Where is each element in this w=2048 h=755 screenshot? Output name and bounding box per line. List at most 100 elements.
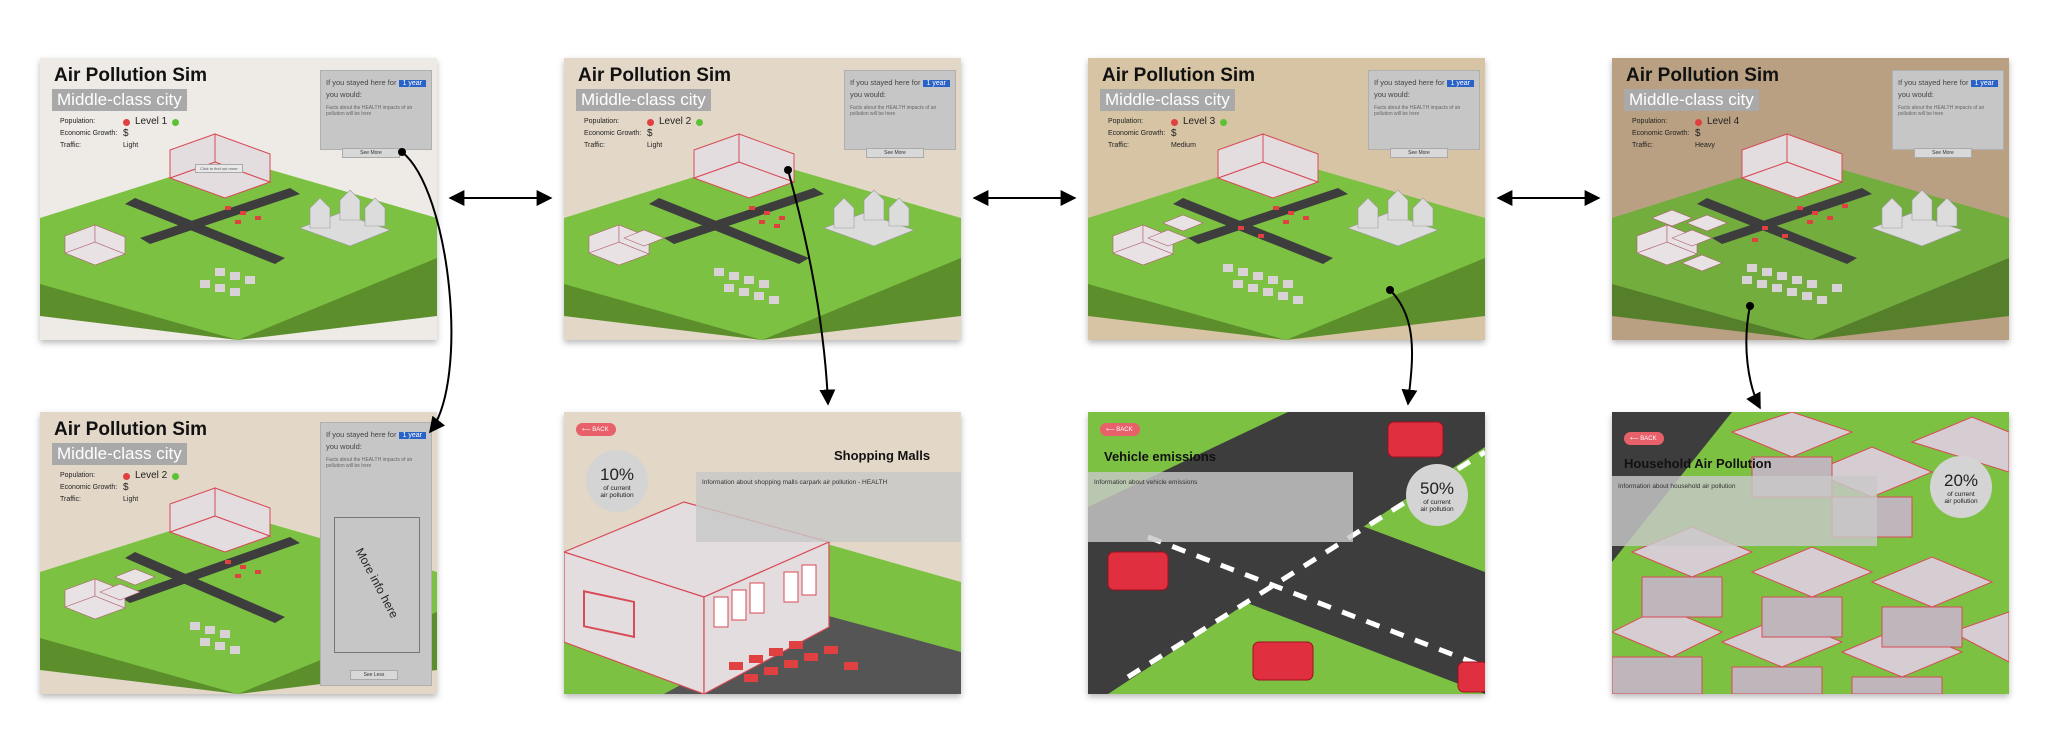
percent-value: 50% <box>1419 479 1455 498</box>
question-text: If you stayed here for <box>850 78 921 87</box>
percent-value: 20% <box>1943 471 1979 490</box>
green-dot-icon[interactable] <box>172 472 180 480</box>
question-text-2: you would: <box>326 90 362 99</box>
growth-label: Economic Growth: <box>60 130 118 137</box>
percent-caption-2: air pollution <box>1944 498 1978 505</box>
city-type-label: Middle-class city <box>52 443 187 465</box>
back-label: BACK <box>1116 427 1133 433</box>
road-hotspot <box>1386 286 1394 294</box>
back-button[interactable]: ⟵ BACK <box>1624 432 1664 445</box>
detail-household-air-pollution: ⟵ BACK Household Air Pollution Informati… <box>1612 412 2009 694</box>
facts-text: Facts about the HEALTH impacts of air po… <box>326 457 413 469</box>
back-button[interactable]: ⟵ BACK <box>1100 423 1140 436</box>
arrow-mall-detail <box>787 169 836 406</box>
red-dot-icon[interactable] <box>1695 118 1702 126</box>
stats-panel: Population:Level 4 Economic Growth:$ Tra… <box>1632 116 1739 152</box>
app-title: Air Pollution Sim <box>1626 65 1780 86</box>
traffic-label: Traffic: <box>60 496 82 503</box>
population-label: Population: <box>1108 118 1144 125</box>
screen-level-2-expanded: Air Pollution Sim Middle-class city Popu… <box>40 412 437 694</box>
question-text-2: you would: <box>326 442 362 451</box>
green-dot-icon[interactable] <box>696 118 704 126</box>
question-text-2: you would: <box>1374 90 1410 99</box>
traffic-value: Heavy <box>1695 142 1715 149</box>
info-box: Information about vehicle emissions <box>1088 472 1353 542</box>
level-label: Level 2 <box>659 116 692 127</box>
year-select[interactable]: 1 year <box>1446 80 1475 87</box>
stats-panel: Population:Level 2 Economic Growth:$ Tra… <box>584 116 704 152</box>
detail-title: Household Air Pollution <box>1624 456 1772 471</box>
more-info-box: More info here <box>334 517 420 653</box>
see-less-button[interactable]: See Less <box>350 670 398 680</box>
red-dot-icon[interactable] <box>1171 118 1178 126</box>
traffic-value: Light <box>123 142 139 149</box>
city-scene-level-2[interactable] <box>564 58 961 340</box>
screen-level-2: Air Pollution Sim Middle-class city Popu… <box>564 58 961 340</box>
growth-value: $ <box>647 128 653 139</box>
app-title: Air Pollution Sim <box>54 419 208 440</box>
red-dot-icon[interactable] <box>123 118 130 126</box>
back-arrow-icon: ⟵ <box>582 427 593 433</box>
back-arrow-icon: ⟵ <box>1106 427 1117 433</box>
screen-level-1: Click to find out more Air Pollution Sim… <box>40 58 437 340</box>
info-text: Information about vehicle emissions <box>1094 479 1198 486</box>
back-label: BACK <box>592 427 609 433</box>
app-title: Air Pollution Sim <box>1102 65 1256 86</box>
growth-value: $ <box>1171 128 1177 139</box>
growth-label: Economic Growth: <box>60 484 118 491</box>
level-label: Level 2 <box>135 470 168 481</box>
percent-caption-1: of current <box>1947 491 1975 498</box>
city-scene-level-1[interactable] <box>40 58 437 340</box>
back-arrow-icon: ⟵ <box>1630 436 1641 442</box>
traffic-value: Light <box>123 496 139 503</box>
traffic-value: Light <box>647 142 663 149</box>
back-label: BACK <box>1640 436 1657 442</box>
percent-caption-1: of current <box>603 485 631 492</box>
question-text: If you stayed here for <box>326 78 397 87</box>
year-select[interactable]: 1 year <box>398 432 427 439</box>
stats-panel: Population:Level 2 Economic Growth:$ Tra… <box>60 470 180 506</box>
detail-title: Shopping Malls <box>834 448 931 463</box>
info-box: Information about household air pollutio… <box>1612 476 1877 546</box>
detail-title: Vehicle emissions <box>1104 449 1217 464</box>
see-more-button[interactable]: See More <box>1390 148 1448 158</box>
population-label: Population: <box>1632 118 1668 125</box>
red-dot-icon[interactable] <box>647 118 654 126</box>
population-label: Population: <box>60 118 96 125</box>
percent-caption-1: of current <box>1423 499 1451 506</box>
green-dot-icon[interactable] <box>1220 118 1228 126</box>
question-text: If you stayed here for <box>1898 78 1969 87</box>
city-type-label: Middle-class city <box>1100 89 1235 111</box>
percent-value: 10% <box>599 465 635 484</box>
info-text: Information about household air pollutio… <box>1618 483 1736 490</box>
screen-level-3: Air Pollution Sim Middle-class city Popu… <box>1088 58 1485 340</box>
question-text: If you stayed here for <box>1374 78 1445 87</box>
traffic-label: Traffic: <box>60 142 82 149</box>
percent-caption-2: air pollution <box>1420 506 1454 513</box>
year-select[interactable]: 1 year <box>922 80 951 87</box>
see-more-button[interactable]: See More <box>1914 148 1972 158</box>
city-type-label: Middle-class city <box>1624 89 1759 111</box>
back-button[interactable]: ⟵ BACK <box>576 423 616 436</box>
question-text: If you stayed here for <box>326 430 397 439</box>
see-more-button[interactable]: See More <box>866 148 924 158</box>
red-dot-icon[interactable] <box>123 472 130 480</box>
level-label: Level 3 <box>1183 116 1216 127</box>
city-scene-level-4[interactable] <box>1612 58 2009 340</box>
green-dot-icon[interactable] <box>172 118 180 126</box>
house-hotspot <box>1746 302 1754 310</box>
arrow-vehicle-detail <box>1389 289 1418 406</box>
year-select[interactable]: 1 year <box>398 80 427 87</box>
shopping-mall-illustration <box>564 501 961 694</box>
city-scene-level-3[interactable] <box>1088 58 1485 340</box>
population-label: Population: <box>584 118 620 125</box>
screen-level-4: Air Pollution Sim Middle-class city Popu… <box>1612 58 2009 340</box>
year-select[interactable]: 1 year <box>1970 80 1999 87</box>
facts-text: Facts about the HEALTH impacts of air po… <box>850 105 937 117</box>
